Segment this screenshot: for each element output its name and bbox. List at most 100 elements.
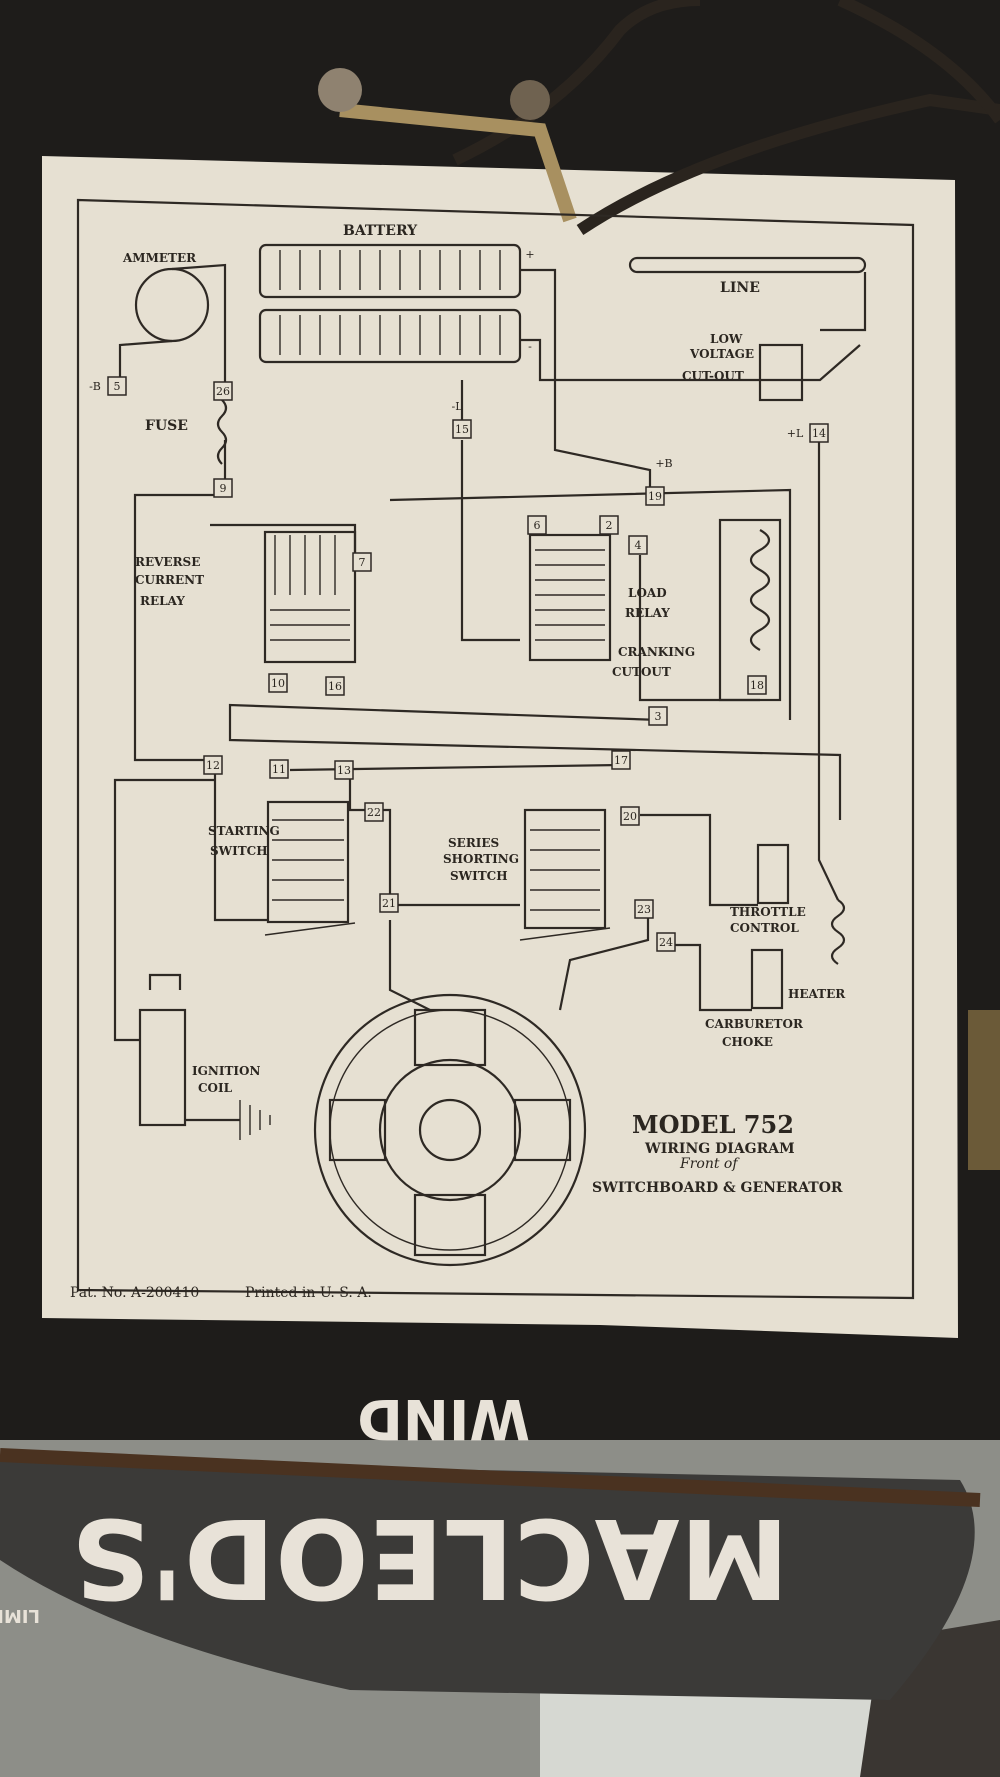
sign-top-text: WIND — [357, 1387, 530, 1451]
terminal-14: 14 — [809, 423, 829, 443]
terminal-number: 18 — [750, 679, 764, 692]
low-voltage-cutout-coil — [758, 343, 804, 402]
terminal-number: 24 — [659, 936, 673, 949]
terminal-box — [379, 893, 399, 913]
terminal-5: 5 — [107, 376, 127, 396]
terminal-box — [648, 706, 668, 726]
series-switch-label: SWITCH — [450, 869, 508, 883]
coil-label: COIL — [198, 1081, 233, 1095]
terminal-number: 15 — [455, 423, 469, 436]
terminal-11: 11 — [269, 759, 289, 779]
terminal-box — [213, 478, 233, 498]
terminal-17: 17 — [611, 750, 631, 770]
terminal-box — [352, 552, 372, 572]
patent-number: Pat. No. A-200410 — [70, 1285, 199, 1301]
terminal-16: 16 — [325, 676, 345, 696]
carburetor-label: CARBURETOR — [705, 1017, 804, 1031]
ignition-label: IGNITION — [192, 1064, 260, 1078]
macleods-sign: MACLEOD'S LIMITED WIND — [0, 1387, 981, 1700]
terminal-number: 21 — [382, 897, 396, 910]
bracket — [968, 1010, 1000, 1170]
minus-label: - — [528, 340, 532, 353]
terminal-box — [268, 673, 288, 693]
terminal-13: 13 — [334, 760, 354, 780]
ammeter-label: AMMETER — [122, 251, 197, 265]
minus-l-label: -L — [451, 400, 463, 413]
starting-switch-label: SWITCH — [210, 844, 268, 858]
terminal-number: 2 — [606, 519, 613, 532]
terminal-number: 19 — [648, 490, 662, 503]
cutout-label: CUT-OUT — [682, 369, 744, 383]
series-shorting-switch-symbol — [519, 808, 611, 941]
relay-label: RELAY — [140, 594, 185, 608]
terminal-number: 3 — [655, 710, 662, 723]
load-label: LOAD — [628, 586, 667, 600]
terminal-box — [107, 376, 127, 396]
diagram-border — [76, 198, 915, 1300]
fuse-label: FUSE — [145, 418, 188, 434]
terminal-12: 12 — [203, 755, 223, 775]
terminal-number: 20 — [623, 810, 637, 823]
terminal-20: 20 — [620, 806, 640, 826]
terminal-number: 7 — [359, 556, 366, 569]
terminal-number: 14 — [812, 427, 826, 440]
terminal-number: 9 — [220, 482, 227, 495]
terminal-box — [809, 423, 829, 443]
terminal-3: 3 — [648, 706, 668, 726]
series-label: SERIES — [448, 836, 499, 850]
reverse-current-relay-symbol — [263, 530, 357, 664]
terminal-number: 4 — [635, 539, 642, 552]
terminal-10: 10 — [268, 673, 288, 693]
terminal-number: 17 — [614, 754, 628, 767]
carburetor-choke-coil — [750, 948, 784, 1010]
terminal-15: 15 — [452, 419, 472, 439]
minus-b-label: -B — [89, 380, 101, 393]
control-label: CONTROL — [730, 921, 799, 935]
cranking-cutout-label: CUTOUT — [612, 665, 671, 679]
terminal-box — [334, 760, 354, 780]
cable — [318, 0, 1000, 235]
terminal-box — [269, 759, 289, 779]
starting-label: STARTING — [208, 824, 280, 838]
terminal-4: 4 — [628, 535, 648, 555]
terminal-box — [452, 419, 472, 439]
terminal-box — [620, 806, 640, 826]
terminal-9: 9 — [213, 478, 233, 498]
terminal-box — [611, 750, 631, 770]
sign-main-text: MACLEOD'S — [71, 1494, 789, 1622]
load-relay-label: RELAY — [625, 606, 670, 620]
terminal-23: 23 — [634, 899, 654, 919]
throttle-label: THROTTLE — [730, 905, 806, 919]
terminal-number: 23 — [637, 903, 651, 916]
terminal-number: 22 — [367, 806, 381, 819]
front-of-subtitle: Front of — [679, 1156, 740, 1172]
terminal-19: 19 — [645, 486, 665, 506]
shorting-label: SHORTING — [443, 852, 519, 866]
terminal-box — [599, 515, 619, 535]
heater-symbol — [830, 899, 846, 965]
battery-label: BATTERY — [343, 223, 418, 239]
terminal-box — [325, 676, 345, 696]
terminal-box — [203, 755, 223, 775]
terminal-21: 21 — [379, 893, 399, 913]
terminal-box — [364, 802, 384, 822]
terminal-box — [634, 899, 654, 919]
terminal-box — [213, 381, 233, 401]
terminal-2: 2 — [599, 515, 619, 535]
throttle-control-coil — [756, 843, 790, 905]
wiring-diagram-subtitle: WIRING DIAGRAM — [644, 1141, 795, 1157]
current-label: CURRENT — [135, 573, 204, 587]
printed-in: Printed in U. S. A. — [245, 1285, 372, 1301]
voltage-label: VOLTAGE — [689, 347, 754, 361]
terminal-number: 6 — [534, 519, 541, 532]
plus-label: + — [525, 248, 534, 261]
terminal-box — [747, 675, 767, 695]
terminal-7: 7 — [352, 552, 372, 572]
fuse-symbol — [216, 399, 228, 465]
model-title: MODEL 752 — [632, 1110, 794, 1139]
terminal-6: 6 — [527, 515, 547, 535]
plus-b-label: +B — [655, 457, 672, 470]
